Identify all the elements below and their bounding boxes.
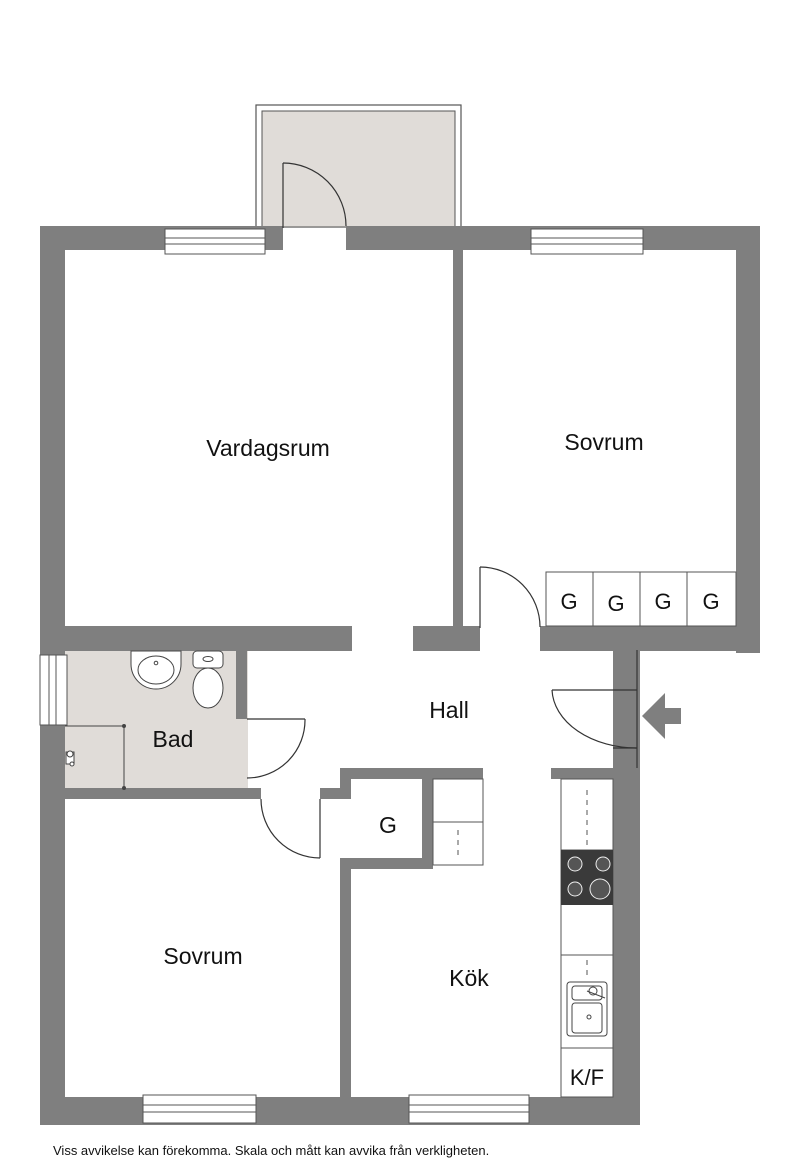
bathroom-door — [246, 718, 306, 779]
sink-icon — [130, 650, 182, 690]
sovrum-top-door — [479, 566, 541, 628]
disclaimer-text: Viss avvikelse kan förekomma. Skala och … — [53, 1143, 490, 1158]
balcony-door — [282, 162, 347, 228]
wardrobe-labels: G G G G — [560, 589, 719, 616]
wardrobe-label: G — [702, 589, 719, 614]
sovrum-bottom-door — [260, 798, 321, 859]
doors — [246, 162, 638, 859]
shower-head-icon — [65, 750, 75, 767]
entrance-arrow-icon — [642, 693, 681, 739]
wardrobe-label: G — [560, 589, 577, 614]
window-bathroom — [39, 654, 68, 726]
room-label-hall: Hall — [429, 697, 469, 723]
windows — [39, 228, 644, 1124]
room-label-vardagsrum: Vardagsrum — [206, 435, 330, 461]
room-label-sovrum-bottom: Sovrum — [163, 943, 242, 969]
kitchen-sink-icon — [566, 981, 608, 1037]
stove-icon — [561, 850, 613, 905]
toilet-icon — [192, 650, 224, 709]
window-sovrum-top — [530, 228, 644, 255]
hall-shelf — [432, 778, 484, 866]
entrance-door — [551, 650, 638, 768]
window-kok — [408, 1094, 530, 1124]
window-sovrum-bottom — [142, 1094, 257, 1124]
balcony — [255, 104, 462, 228]
room-label-sovrum-top: Sovrum — [564, 429, 643, 455]
room-label-kok: Kök — [449, 965, 489, 991]
wardrobe-label: G — [607, 591, 624, 616]
room-label-bad: Bad — [153, 726, 194, 752]
room-label-garderob: G — [379, 812, 397, 838]
kitchen-counter — [560, 778, 614, 1098]
bathroom-fixtures — [65, 650, 224, 790]
fridge-freezer-label: K/F — [570, 1065, 604, 1090]
wardrobe-label: G — [654, 589, 671, 614]
wardrobe-row — [545, 571, 737, 627]
window-vardagsrum — [164, 228, 266, 255]
shower-area — [65, 724, 126, 790]
